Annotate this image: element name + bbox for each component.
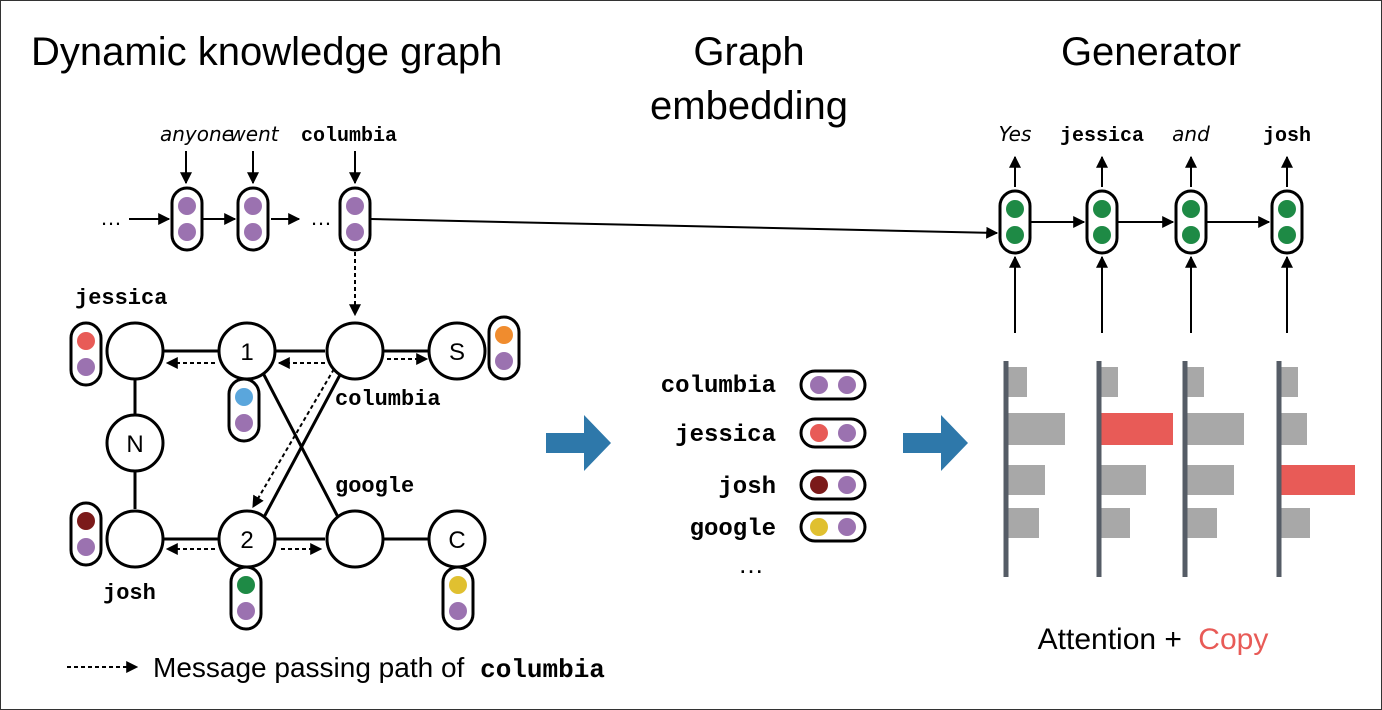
encoder-to-decoder-arrow: [370, 218, 999, 239]
input-token-columbia: columbia: [301, 125, 397, 148]
attention-copy-caption: Attention + Copy: [1038, 623, 1269, 656]
decoder-cell-4: [1270, 155, 1304, 333]
pill-node-1: [227, 377, 261, 443]
input-arrows: [129, 151, 361, 225]
pill-josh: [69, 501, 103, 567]
input-token-went: went: [229, 122, 279, 146]
title-generator: Generator: [1061, 30, 1241, 74]
ellipsis-left: …: [100, 205, 122, 230]
embedding-row-jessica: jessica: [675, 417, 867, 449]
embedding-ellipsis: …: [738, 549, 764, 579]
ellipsis-mid: …: [310, 205, 332, 230]
embedding-row-columbia: columbia: [661, 369, 867, 401]
message-passing-arrows: [165, 353, 429, 555]
graph-node-c: C: [427, 509, 487, 569]
embedding-label-josh: josh: [718, 474, 776, 501]
output-token-and: and: [1172, 122, 1210, 146]
node-2-label: 2: [240, 527, 253, 554]
pill-node-s: [487, 315, 521, 381]
title-embedding: embedding: [650, 84, 848, 128]
encoder-cell-3: [338, 186, 372, 252]
pill-node-c: [441, 565, 475, 631]
encoder-cell-2: [236, 186, 270, 252]
legend-text: Message passing path of columbia: [153, 652, 605, 685]
graph-node-google: [325, 509, 385, 569]
node-1-label: 1: [240, 339, 253, 366]
attention-dist-1: [1003, 361, 1065, 577]
graph-edges: [133, 349, 429, 541]
title-dynamic-knowledge-graph: Dynamic knowledge graph: [31, 30, 502, 74]
decoder-cell-2: [1085, 155, 1119, 333]
caption-attention: Attention +: [1038, 623, 1182, 656]
embedding-row-google: google: [690, 511, 867, 543]
attention-dist-3: [1182, 361, 1244, 577]
output-token-yes: Yes: [999, 122, 1032, 146]
decoder-cell-3: [1174, 155, 1208, 333]
graph-node-1: 1: [217, 321, 277, 381]
graph-label-columbia: columbia: [335, 387, 441, 412]
graph-node-s: S: [427, 321, 487, 381]
legend-entity: columbia: [480, 655, 605, 685]
graph-label-josh: josh: [103, 581, 156, 606]
attention-dist-2: [1096, 361, 1173, 577]
graph-node-n: N: [105, 413, 165, 473]
node-s-label: S: [449, 339, 465, 366]
embedding-row-josh: josh: [718, 469, 867, 501]
attention-dist-4: [1276, 361, 1355, 577]
node-c-label: C: [448, 527, 465, 554]
graph-label-google: google: [335, 474, 414, 499]
flow-arrow-1: [546, 415, 611, 471]
node-n-label: N: [126, 431, 143, 458]
output-token-josh: josh: [1263, 125, 1311, 148]
output-token-jessica: jessica: [1060, 125, 1144, 148]
graph-node-josh: [105, 509, 165, 569]
encoder-cell-1: [170, 186, 204, 252]
graph-node-jessica: [105, 321, 165, 381]
graph-node-columbia: [325, 321, 385, 381]
decoder-cell-1: [998, 155, 1032, 333]
embedding-label-jessica: jessica: [675, 422, 776, 449]
title-graph: Graph: [693, 30, 804, 74]
input-token-anyone: anyone: [160, 122, 234, 146]
legend: Message passing path of columbia: [67, 652, 605, 685]
graph-label-jessica: jessica: [75, 286, 167, 311]
legend-prefix: Message passing path of: [153, 652, 465, 683]
graph-node-2: 2: [217, 509, 277, 569]
pill-node-2: [229, 565, 263, 631]
caption-copy: Copy: [1198, 623, 1268, 656]
embedding-label-google: google: [690, 516, 776, 543]
flow-arrow-2: [903, 415, 968, 471]
embedding-label-columbia: columbia: [661, 373, 776, 400]
pill-jessica: [69, 321, 103, 387]
